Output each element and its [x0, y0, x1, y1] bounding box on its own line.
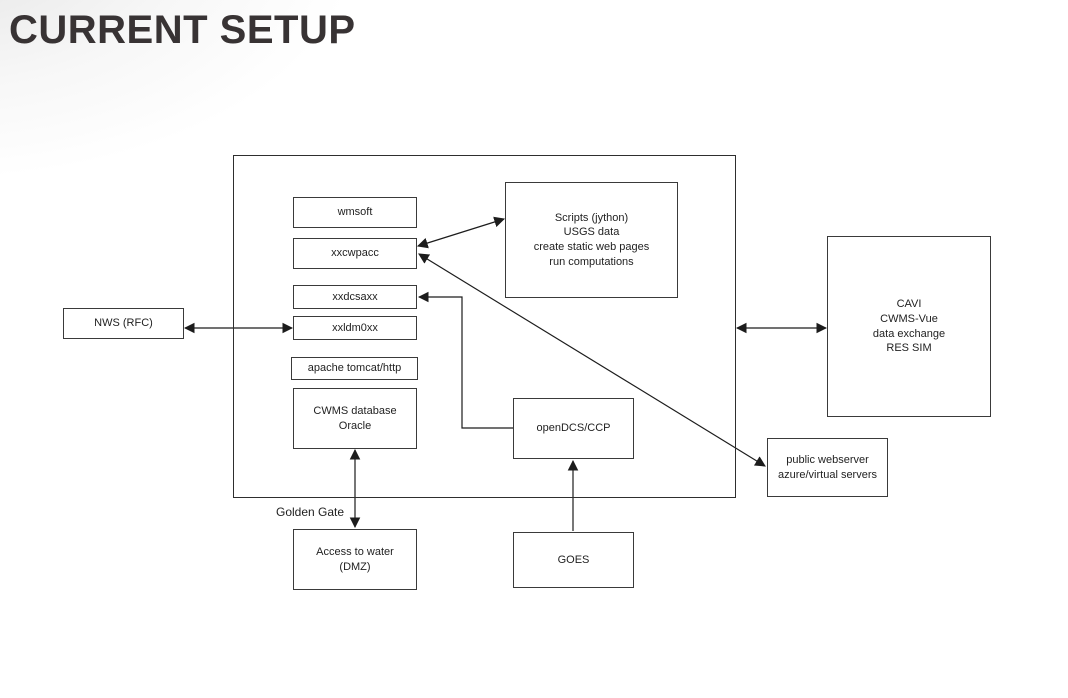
- golden-gate-label: Golden Gate: [276, 505, 345, 519]
- node-scripts-jython: Scripts (jython) USGS data create static…: [505, 182, 678, 298]
- node-xxcwpacc: xxcwpacc: [293, 238, 417, 269]
- node-goes: GOES: [513, 532, 634, 588]
- node-wmsoft: wmsoft: [293, 197, 417, 228]
- page-title: CURRENT SETUP: [9, 8, 356, 52]
- node-apache-tomcat: apache tomcat/http: [291, 357, 418, 380]
- edge-xxcwpacc-to-scripts: [416, 216, 506, 249]
- node-xxldm0xx: xxldm0xx: [293, 316, 417, 340]
- edge-xxcwpacc-to-public-webserver: [418, 253, 766, 467]
- node-cavi-cwms-vue: CAVI CWMS-Vue data exchange RES SIM: [827, 236, 991, 417]
- node-access-to-water-dmz: Access to water (DMZ): [293, 529, 417, 590]
- node-opendcs-ccp: openDCS/CCP: [513, 398, 634, 459]
- node-nws-rfc: NWS (RFC): [63, 308, 184, 339]
- edge-opendcs-to-xxdcsaxx: [417, 291, 513, 429]
- node-public-webserver: public webserver azure/virtual servers: [767, 438, 888, 497]
- node-xxdcsaxx: xxdcsaxx: [293, 285, 417, 309]
- node-cwms-database: CWMS database Oracle: [293, 388, 417, 449]
- system-boundary-box: [233, 155, 736, 498]
